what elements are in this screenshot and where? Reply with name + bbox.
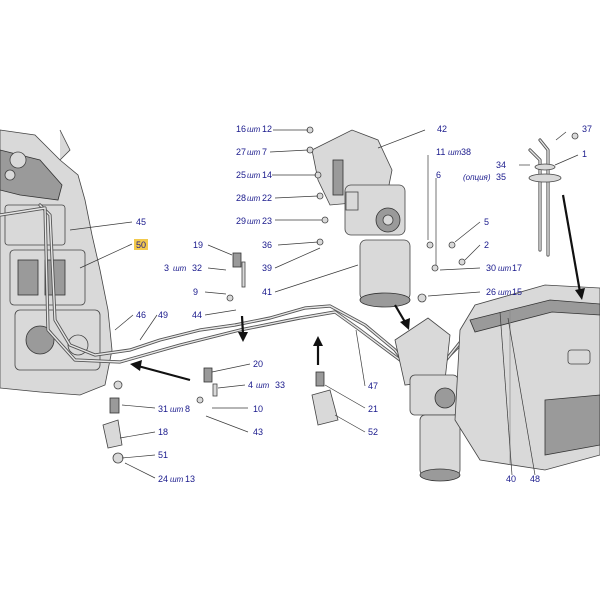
- label-31: 31: [158, 404, 168, 414]
- label-48: 48: [530, 474, 540, 484]
- label-29-ref: 23: [262, 216, 272, 226]
- label-28-ref: 22: [262, 193, 272, 203]
- label-50: 50: [136, 240, 146, 250]
- label-18: 18: [158, 427, 168, 437]
- label-9: 9: [193, 287, 198, 297]
- label-28-qty: шт: [247, 194, 261, 203]
- label-19: 19: [193, 240, 203, 250]
- label-26-qty: шт: [498, 288, 512, 297]
- label-11: 11: [436, 147, 445, 157]
- label-21: 21: [368, 404, 378, 414]
- label-28: 28: [236, 193, 246, 203]
- label-29: 29: [236, 216, 246, 226]
- label-26: 26: [486, 287, 496, 297]
- label-44: 44: [192, 310, 202, 320]
- label-37: 37: [582, 124, 592, 134]
- label-16: 16: [236, 124, 246, 134]
- label-35: 35: [496, 172, 506, 182]
- label-16-ref: 12: [262, 124, 272, 134]
- label-3-qty: шт: [173, 264, 187, 273]
- label-13: 13: [185, 474, 195, 484]
- label-4-qty: шт: [256, 381, 270, 390]
- label-50-highlight: [134, 239, 148, 250]
- label-29-qty: шт: [247, 217, 261, 226]
- label-16-qty: шт: [247, 125, 261, 134]
- fuel-tank: [454, 284, 600, 471]
- label-30: 30: [486, 263, 496, 273]
- label-27-qty: шт: [247, 148, 261, 157]
- callout-labels: 16 шт 12 27 шт 7 25 шт 14 28 шт 22 29 шт…: [134, 124, 592, 484]
- lower-fuel-filter: [394, 317, 461, 482]
- label-27-ref: 7: [262, 147, 267, 157]
- label-42: 42: [437, 124, 447, 134]
- label-8: 8: [185, 404, 190, 414]
- label-25: 25: [236, 170, 246, 180]
- label-24: 24: [158, 474, 168, 484]
- label-3: 3: [164, 263, 169, 273]
- label-41: 41: [262, 287, 272, 297]
- leader-lines: [69, 129, 579, 479]
- label-33: 33: [275, 380, 285, 390]
- label-11-qty: шт: [448, 148, 462, 157]
- label-51: 51: [158, 450, 168, 460]
- label-26-ref: 15: [512, 287, 522, 297]
- label-10: 10: [253, 404, 263, 414]
- flow-arrows: [130, 194, 585, 382]
- upper-fuel-filter: [311, 129, 411, 308]
- label-30-ref: 17: [512, 263, 522, 273]
- label-39: 39: [262, 263, 272, 273]
- label-43: 43: [253, 427, 263, 437]
- clamps-and-brackets: [102, 126, 579, 464]
- label-1: 1: [582, 149, 587, 159]
- label-31-qty: шт: [170, 405, 184, 414]
- label-46: 46: [136, 310, 146, 320]
- label-4: 4: [248, 380, 253, 390]
- label-25-ref: 14: [262, 170, 272, 180]
- label-11-ref: 38: [461, 147, 471, 157]
- label-6: 6: [436, 170, 441, 180]
- label-30-qty: шт: [498, 264, 512, 273]
- fuel-level-sender: [528, 138, 562, 257]
- label-20: 20: [253, 359, 263, 369]
- option-label: (опция): [463, 173, 491, 182]
- label-40: 40: [506, 474, 516, 484]
- label-25-qty: шт: [247, 171, 261, 180]
- label-45: 45: [136, 217, 146, 227]
- label-27: 27: [236, 147, 246, 157]
- label-52: 52: [368, 427, 378, 437]
- label-47: 47: [368, 381, 378, 391]
- label-36: 36: [262, 240, 272, 250]
- label-34: 34: [496, 160, 506, 170]
- label-24-qty: шт: [170, 475, 184, 484]
- label-49: 49: [158, 310, 168, 320]
- label-5: 5: [484, 217, 489, 227]
- label-2: 2: [484, 240, 489, 250]
- label-32: 32: [192, 263, 202, 273]
